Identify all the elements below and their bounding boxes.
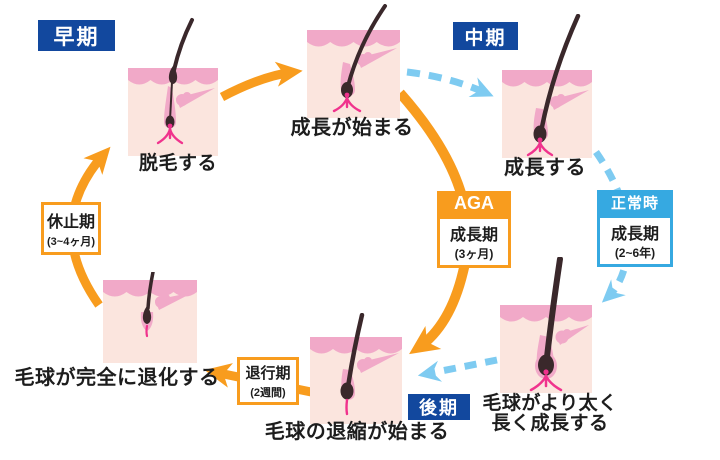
follicle-regression-icon — [310, 313, 402, 424]
caption-regression-starts: 毛球の退縮が始まる — [264, 421, 450, 443]
normal-growth-phase-duration: (2~6年) — [614, 246, 656, 260]
club-hair-bulb — [142, 306, 152, 324]
caption-bulb-thicker: 毛球がより太く 長く成長する — [468, 394, 632, 434]
regression-phase-name: 退行期 — [245, 365, 291, 382]
root-tail — [345, 398, 349, 416]
epidermis-band — [500, 305, 592, 322]
caption-shedding: 脱毛する — [138, 153, 217, 174]
arrow-growth-start-to-grow-icon — [406, 68, 494, 97]
dermal-papilla — [543, 369, 549, 375]
hair-shaft — [544, 257, 563, 360]
dermal-papilla — [344, 92, 350, 98]
hair-bulb — [533, 125, 547, 143]
regression-phase-duration: (2週間) — [250, 387, 286, 399]
normal-tag: 正常時 — [597, 190, 673, 215]
hair-shaft — [538, 14, 581, 135]
phase-box-regression: 退行期 (2週間) — [237, 357, 299, 405]
caption-grows: 成長する — [504, 157, 586, 179]
arrow-thicker-to-regression-icon — [417, 356, 498, 382]
caption-bulb-thicker-line2: 長く成長する — [491, 413, 609, 434]
caption-fully-degenerates: 毛球が完全に退化する — [14, 367, 220, 389]
follicle-thick-growth-icon — [500, 257, 592, 393]
root-legs — [156, 127, 184, 145]
caption-growth-starts: 成長が始まる — [290, 117, 414, 139]
root-legs — [529, 374, 563, 392]
normal-growth-phase-name: 成長期 — [610, 226, 659, 243]
phase-box-rest: 休止期 (3~4ヶ月) — [41, 202, 101, 255]
root-legs — [526, 141, 554, 157]
phase-box-normal-growth: 正常時 成長期 (2~6年) — [597, 190, 673, 267]
follicle-growing-icon — [502, 14, 592, 158]
arrow-shed-to-growth-start-icon — [219, 61, 303, 101]
hair-bulb — [341, 82, 353, 98]
dermal-papilla — [537, 137, 543, 143]
aga-tag: AGA — [437, 191, 511, 216]
rest-phase-duration: (3~4ヶ月) — [47, 236, 95, 248]
caption-bulb-thicker-line1: 毛球がより太く — [482, 393, 618, 414]
epidermis-band — [502, 70, 592, 87]
hair-bulb — [340, 382, 354, 400]
hair-shaft — [146, 272, 155, 310]
hair-shaft — [346, 4, 387, 88]
epidermis-band — [307, 30, 400, 47]
hair-bulb — [538, 354, 554, 376]
stage-badge-middle: 中期 — [453, 22, 518, 50]
root-legs — [332, 96, 362, 113]
follicle-degenerated-icon — [103, 272, 197, 363]
stage-badge-late: 後期 — [408, 394, 470, 420]
follicle-growth-start-icon — [307, 4, 400, 118]
stage-badge-early: 早期 — [38, 20, 115, 51]
phase-box-aga-growth: AGA 成長期 (3ヶ月) — [437, 191, 511, 268]
follicle-shedding-icon — [128, 18, 218, 156]
dermal-papilla — [167, 123, 173, 129]
hair-shaft — [345, 313, 365, 390]
rest-phase-name: 休止期 — [46, 214, 95, 231]
aga-growth-phase-duration: (3ヶ月) — [454, 247, 494, 261]
hair-shaft — [172, 18, 194, 72]
root-tail — [145, 324, 149, 338]
aga-growth-phase-name: 成長期 — [449, 227, 498, 244]
